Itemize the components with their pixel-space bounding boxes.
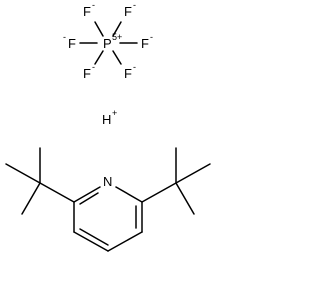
fluorine-bottom-right: F - xyxy=(124,62,136,81)
pf6-bonds xyxy=(79,21,138,65)
n-c2-bond-inner xyxy=(79,192,99,205)
proton: H + xyxy=(102,108,117,127)
methyl-bond-left xyxy=(5,163,41,184)
fluorine-right: F - xyxy=(141,32,153,51)
pyridine-ring-bonds xyxy=(73,186,143,252)
n-c6-bond xyxy=(115,186,143,203)
nitrogen-atom: N xyxy=(103,174,112,189)
p-f-bond-bottom-left xyxy=(94,50,104,65)
fluorine-atom: F xyxy=(124,66,132,81)
chemical-structure-canvas: P 5+ F - F - - F F - F - F - H + xyxy=(5,0,211,252)
di-tert-butylpyridine: N xyxy=(5,147,211,252)
phosphorus-charge: 5+ xyxy=(112,32,122,42)
hydrogen-atom: H xyxy=(102,112,111,127)
p-f-bond-top-left xyxy=(94,21,104,37)
methyl-bond-down xyxy=(21,182,41,215)
fluorine-top-right: F - xyxy=(124,0,136,19)
methyl-bond-right xyxy=(175,163,211,184)
p-f-bond-bottom-right xyxy=(112,50,122,65)
methyl-bond-down xyxy=(175,182,195,215)
fluorine-atom: F xyxy=(83,66,91,81)
fluoride-charge: - xyxy=(133,62,136,72)
ring-to-quaternary-carbon-bond xyxy=(141,182,177,203)
fluoride-charge: - xyxy=(92,0,95,10)
n-c2-bond xyxy=(73,186,101,203)
tert-butyl-right xyxy=(141,147,211,215)
fluorine-top-left: F - xyxy=(83,0,95,19)
p-f-bond-top-right xyxy=(112,21,122,37)
c4-c5-bond xyxy=(107,231,143,252)
fluoride-charge: - xyxy=(63,32,66,42)
fluorine-atom: F xyxy=(141,36,149,51)
proton-charge: + xyxy=(112,108,117,118)
fluorine-atom: F xyxy=(68,36,76,51)
fluorine-bottom-left: F - xyxy=(83,62,95,81)
fluorine-atom: F xyxy=(83,4,91,19)
tert-butyl-left xyxy=(5,147,75,215)
ring-to-quaternary-carbon-bond xyxy=(39,182,75,203)
fluoride-charge: - xyxy=(133,0,136,10)
c3-c4-bond xyxy=(73,231,109,252)
fluorine-atom: F xyxy=(124,4,132,19)
fluoride-charge: - xyxy=(92,62,95,72)
fluoride-charge: - xyxy=(150,32,153,42)
fluorine-left: - F xyxy=(63,32,76,51)
c3-c4-bond-inner xyxy=(79,228,109,246)
pf6-anion: P 5+ F - F - - F F - F - F - xyxy=(63,0,153,81)
phosphorus-atom: P xyxy=(103,36,112,51)
